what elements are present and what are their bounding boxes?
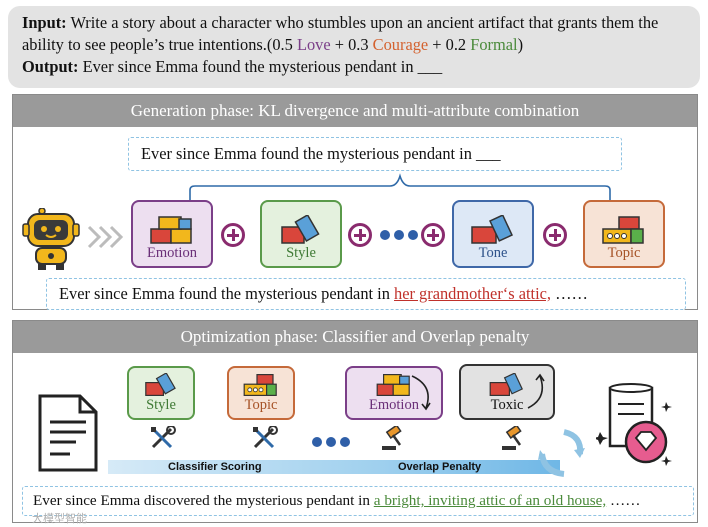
gen-tile-topic-label: Topic bbox=[607, 245, 641, 261]
robot-icon bbox=[22, 208, 80, 270]
chevrons-icon bbox=[87, 225, 124, 249]
cycle-arrows-icon bbox=[538, 429, 585, 477]
weight-plus-2: + 0.2 bbox=[428, 35, 471, 54]
ellipsis-dot bbox=[340, 437, 350, 447]
optimization-result-highlight: a bright, inviting attic of an old house… bbox=[373, 492, 607, 509]
plus-icon bbox=[421, 223, 445, 247]
overlap-penalty-label: Overlap Penalty bbox=[398, 461, 482, 473]
plus-icon bbox=[221, 223, 245, 247]
plus-icon bbox=[543, 223, 567, 247]
scroll-diamond-icon bbox=[596, 383, 672, 466]
cycle-arrows-icon bbox=[411, 375, 431, 411]
ellipsis-dot bbox=[380, 230, 390, 240]
wrench-screwdriver-icon bbox=[253, 426, 278, 449]
gen-tile-emotion: Emotion bbox=[131, 200, 213, 268]
document-icon bbox=[38, 394, 98, 472]
blocks-icon bbox=[489, 373, 523, 396]
gen-tile-style-label: Style bbox=[286, 245, 316, 261]
scoring-bar bbox=[108, 460, 560, 474]
opt-tile-emotion-label: Emotion bbox=[369, 397, 419, 413]
gavel-icon bbox=[382, 426, 402, 450]
generation-panel: Generation phase: KL divergence and mult… bbox=[12, 94, 698, 310]
output-label: Output: bbox=[22, 57, 79, 76]
weight-love: Love bbox=[296, 35, 331, 54]
opt-tile-topic-label: Topic bbox=[244, 397, 278, 413]
blocks-icon bbox=[150, 216, 192, 244]
ellipsis-dot bbox=[326, 437, 336, 447]
generation-prompt-text: Ever since Emma found the mysterious pen… bbox=[141, 144, 501, 163]
gen-tile-tone-label: Tone bbox=[478, 245, 508, 261]
blocks-icon bbox=[376, 374, 410, 396]
plus-icon bbox=[348, 223, 372, 247]
input-close-paren: ) bbox=[517, 35, 524, 54]
opt-tile-topic: Topic bbox=[227, 366, 295, 420]
blocks-icon bbox=[145, 373, 176, 396]
gen-tile-tone: Tone bbox=[452, 200, 534, 268]
blocks-icon bbox=[471, 215, 513, 244]
opt-tile-style-label: Style bbox=[146, 397, 176, 413]
blocks-icon bbox=[281, 215, 320, 244]
gen-tile-style: Style bbox=[260, 200, 342, 268]
optimization-title: Optimization phase: Classifier and Overl… bbox=[13, 321, 697, 353]
classifier-scoring-label: Classifier Scoring bbox=[168, 461, 262, 473]
optimization-result-suffix: …… bbox=[606, 492, 641, 509]
opt-tile-style: Style bbox=[127, 366, 195, 420]
weight-formal: Formal bbox=[470, 35, 518, 54]
input-line: Input: Write a story about a character w… bbox=[22, 12, 690, 56]
opt-tile-toxic: Toxic bbox=[459, 364, 555, 420]
generation-title: Generation phase: KL divergence and mult… bbox=[13, 95, 697, 127]
generation-result-suffix: …… bbox=[551, 284, 588, 303]
blocks-icon bbox=[602, 216, 644, 244]
input-label: Input: bbox=[22, 13, 67, 32]
generation-result-highlight: her grandmother‘s attic, bbox=[394, 284, 552, 303]
generation-prompt-box: Ever since Emma found the mysterious pen… bbox=[128, 137, 622, 171]
weight-courage: Courage bbox=[372, 35, 429, 54]
brace-connector bbox=[189, 173, 611, 200]
ellipsis-dot bbox=[408, 230, 418, 240]
input-box: Input: Write a story about a character w… bbox=[8, 6, 700, 88]
watermark: 大模型智能 bbox=[32, 513, 87, 525]
generation-result-prefix: Ever since Emma found the mysterious pen… bbox=[59, 284, 395, 303]
cycle-arrows-icon bbox=[527, 373, 545, 409]
generation-result-box: Ever since Emma found the mysterious pen… bbox=[46, 278, 686, 310]
opt-tile-emotion: Emotion bbox=[345, 366, 443, 420]
ellipsis-dot bbox=[312, 437, 322, 447]
weight-plus-1: + 0.3 bbox=[330, 35, 373, 54]
wrench-screwdriver-icon bbox=[151, 426, 176, 449]
gen-tile-emotion-label: Emotion bbox=[147, 245, 197, 261]
blocks-icon bbox=[243, 374, 277, 396]
optimization-result-prefix: Ever since Emma discovered the mysteriou… bbox=[33, 492, 374, 509]
optimization-result-box: Ever since Emma discovered the mysteriou… bbox=[22, 486, 694, 516]
opt-tile-toxic-label: Toxic bbox=[490, 397, 524, 413]
output-line: Output: Ever since Emma found the myster… bbox=[22, 56, 690, 78]
gavel-icon bbox=[502, 426, 522, 450]
input-text: Write a story about a character who stum… bbox=[22, 13, 659, 54]
gen-tile-topic: Topic bbox=[583, 200, 665, 268]
output-text: Ever since Emma found the mysterious pen… bbox=[82, 57, 443, 76]
ellipsis-dot bbox=[394, 230, 404, 240]
